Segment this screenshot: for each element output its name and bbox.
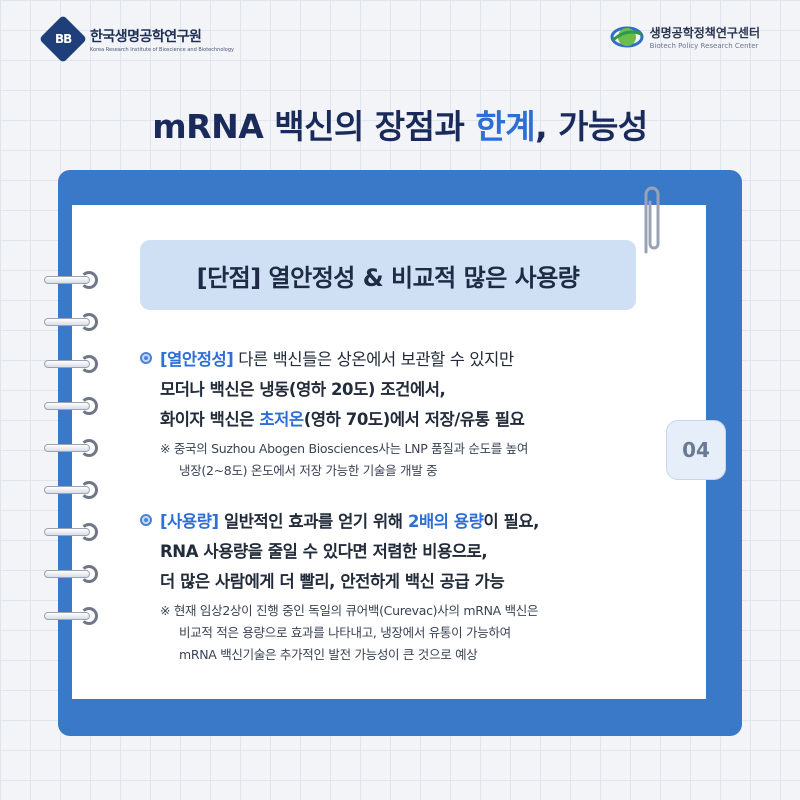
title-highlight: 한계	[475, 107, 536, 146]
point-highlight: 초저온	[259, 410, 304, 429]
kribb-name-en: Korea Research Institute of Bioscience a…	[90, 46, 234, 53]
point-note: mRNA 백신기술은 추가적인 발전 가능성이 큰 것으로 예상	[179, 647, 478, 662]
page-number: 04	[666, 420, 726, 480]
bprc-name-en: Biotech Policy Research Center	[649, 42, 759, 50]
point-highlight: 2배의 용량	[407, 512, 484, 531]
spiral-ring	[44, 564, 100, 584]
point-note: 비교적 적은 용량으로 효과를 나타내고, 냉장에서 유통이 가능하여	[179, 625, 511, 640]
section-heading-badge: [단점] 열안정성 & 비교적 많은 사용량	[140, 240, 636, 310]
point-line: [사용량] 일반적인 효과를 얻기 위해 2배의 용량이 필요,	[160, 512, 540, 531]
kribb-logo-mark: BB	[38, 14, 88, 64]
spiral-ring	[44, 522, 100, 542]
spiral-ring	[44, 270, 100, 290]
kribb-name: 한국생명공학연구원	[90, 28, 202, 45]
paperclip-icon	[644, 186, 660, 254]
spiral-ring	[44, 480, 100, 500]
globe-icon	[610, 26, 644, 48]
point-line: [열안정성] 다른 백신들은 상온에서 보관할 수 있지만	[160, 350, 514, 369]
point-line: 화이자 백신은 초저온(영하 70도)에서 저장/유통 필요	[160, 410, 525, 429]
spiral-ring	[44, 606, 100, 626]
point-line: 모더나 백신은 냉동(영하 20도) 조건에서,	[160, 380, 446, 399]
bullet-icon	[140, 514, 152, 526]
point-note: ※ 현재 임상2상이 진행 중인 독일의 큐어백(Curevac)사의 mRNA…	[160, 603, 539, 618]
point-note: 냉장(2~8도) 온도에서 저장 가능한 기술을 개발 중	[179, 463, 438, 478]
spiral-ring	[44, 438, 100, 458]
spiral-ring	[44, 396, 100, 416]
bullet-icon	[140, 352, 152, 364]
point-lead: [사용량]	[160, 512, 219, 531]
point-line: 더 많은 사람에게 더 빨리, 안전하게 백신 공급 가능	[160, 572, 505, 591]
point-note: ※ 중국의 Suzhou Abogen Biosciences사는 LNP 품질…	[160, 441, 529, 456]
page-title: mRNA 백신의 장점과 한계, 가능성	[152, 107, 648, 146]
spiral-ring	[44, 354, 100, 374]
kribb-logo: BB 한국생명공학연구원 Korea Research Institute of…	[38, 14, 234, 64]
point-line: RNA 사용량을 줄일 수 있다면 저렴한 비용으로,	[160, 542, 488, 561]
spiral-ring	[44, 312, 100, 332]
bprc-logo: 생명공학정책연구센터 Biotech Policy Research Cente…	[610, 24, 760, 50]
bprc-name: 생명공학정책연구센터	[649, 26, 760, 40]
point-lead: [열안정성]	[160, 350, 234, 369]
